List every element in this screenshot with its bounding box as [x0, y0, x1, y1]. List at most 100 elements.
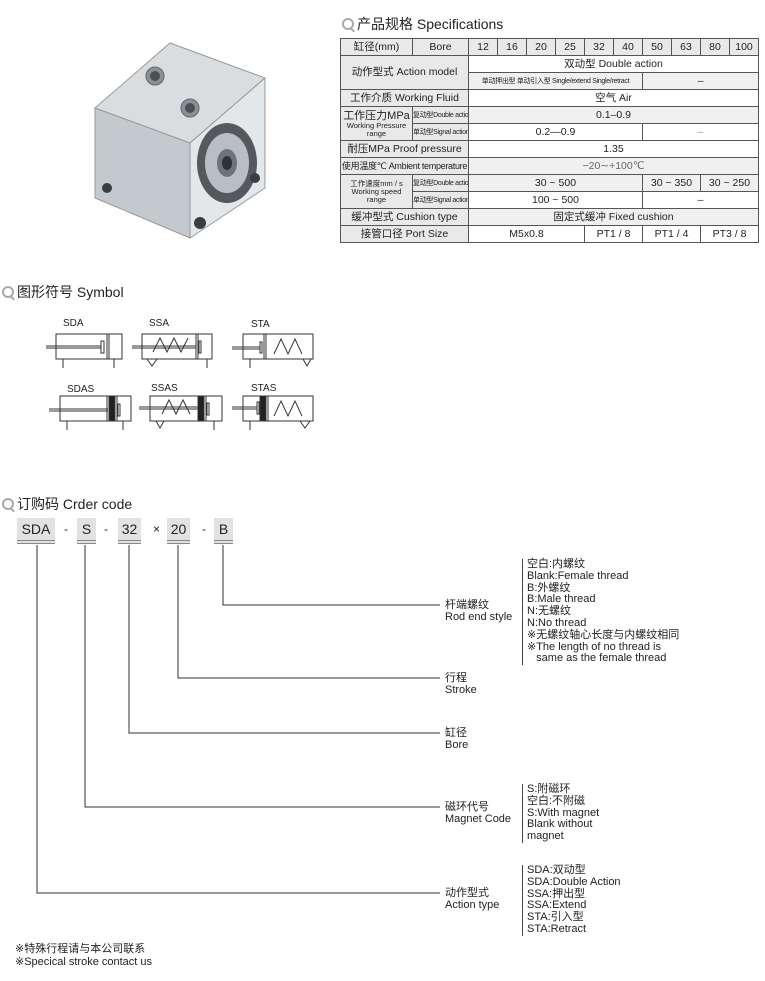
option-line: SDA:Double Action — [527, 875, 621, 888]
pressure-double-label: 复动型Double action — [412, 106, 469, 124]
code-separator: - — [104, 522, 108, 536]
symbol-label: STAS — [251, 383, 277, 394]
action-single-na: – — [642, 72, 759, 90]
order-code-leader-lines — [36, 545, 440, 894]
symbol-sda-icon — [46, 333, 123, 368]
field-cn: 行程 — [445, 672, 467, 684]
code-separator: - — [64, 522, 68, 536]
option-line: ※The length of no thread is — [527, 640, 661, 653]
action-double: 双动型 Double action — [468, 55, 759, 73]
table-row: 耐压MPa Proof pressure 1.35 — [340, 140, 759, 158]
symbol-stas-icon — [232, 395, 314, 430]
working-pressure-label-en: Working Pressure range — [346, 120, 407, 138]
specifications-table: 缸径(mm) Bore 12 16 20 25 32 40 50 63 80 1… — [340, 38, 759, 243]
field-cn: 缸径 — [445, 727, 467, 739]
bore-value: 100 — [729, 38, 759, 56]
table-row: 工作介质 Working Fluid 空气 Air — [340, 89, 759, 107]
pressure-single-label: 单动型Signal action — [412, 123, 469, 141]
cylinder-product-image — [94, 42, 266, 239]
specifications-heading: 产品规格 Specifications — [342, 14, 503, 34]
symbol-diagrams — [46, 333, 314, 430]
option-line: S:附磁环 — [527, 783, 571, 795]
symbol-sdas-icon — [49, 395, 132, 430]
code-part-rod-end: B — [214, 518, 233, 544]
symbol-label: SSAS — [151, 383, 178, 394]
working-speed-label-cn: 工作速度mm / s — [350, 178, 403, 188]
speed-double-value: 30 ~ 250 — [700, 174, 759, 192]
bore-value: 63 — [671, 38, 701, 56]
order-code-title: 订购码 Crder code — [17, 496, 133, 512]
working-speed-label-en: Working speed range — [351, 186, 402, 204]
option-line: 空白:不附磁 — [527, 794, 586, 807]
option-line: SDA:双动型 — [527, 864, 586, 876]
symbol-ssa-icon — [132, 333, 213, 368]
order-code-heading: 订购码 Crder code — [2, 494, 132, 514]
symbol-label: STA — [251, 319, 270, 330]
field-en: Rod end style — [445, 611, 513, 623]
pressure-double-value: 0.1–0.9 — [468, 106, 759, 124]
option-line: SSA:Extend — [527, 899, 587, 912]
pressure-single-na: – — [642, 123, 759, 141]
speed-double-value: 30 ~ 500 — [468, 174, 643, 192]
port-size-value: PT3 / 8 — [700, 225, 759, 243]
code-part-action: SDA — [17, 518, 55, 544]
bore-value: 12 — [468, 38, 498, 56]
bore-value: 20 — [526, 38, 556, 56]
cushion-type-value: 固定式缓冲 Fixed cushion — [468, 208, 759, 226]
option-line: ※无螺纹轴心长度与内螺纹相同 — [527, 628, 680, 641]
option-line: B:Male thread — [527, 593, 596, 606]
code-part-stroke: 20 — [167, 518, 190, 544]
note-en: ※Specical stroke contact us — [15, 956, 153, 968]
table-row: 接管口径 Port Size M5x0.8 PT1 / 8 PT1 / 4 PT… — [340, 225, 759, 243]
bore-label-en: Bore — [412, 38, 469, 56]
option-line: 空白:内螺纹 — [527, 558, 586, 570]
field-cn: 杆端螺纹 — [445, 599, 489, 611]
port-size-value: M5x0.8 — [468, 225, 585, 243]
option-line: Blank without — [527, 818, 593, 831]
field-en: Stroke — [445, 684, 477, 696]
action-single: 单动押出型 单动引入型 Single/extend Single/retract — [468, 72, 643, 90]
specifications-title: 产品规格 Specifications — [357, 16, 504, 32]
port-size-value: PT1 / 8 — [584, 225, 643, 243]
bore-value: 32 — [584, 38, 614, 56]
field-en: Action type — [445, 899, 500, 911]
bore-value: 40 — [613, 38, 643, 56]
symbol-title: 图形符号 Symbol — [17, 284, 124, 300]
option-line: same as the female thread — [527, 652, 667, 665]
note-cn: ※特殊行程请与本公司联系 — [15, 943, 146, 955]
code-separator: × — [153, 522, 161, 536]
symbol-heading: 图形符号 Symbol — [2, 282, 124, 302]
port-size-label: 接管口径 Port Size — [340, 225, 469, 243]
option-line: STA:引入型 — [527, 911, 584, 924]
table-row: 单动押出型 单动引入型 Single/extend Single/retract… — [341, 72, 759, 90]
magnifier-icon — [342, 18, 354, 30]
bore-value: 16 — [497, 38, 527, 56]
bore-value: 25 — [555, 38, 585, 56]
symbol-ssas-icon — [139, 395, 223, 430]
working-pressure-label-cn: 工作压力MPa — [343, 109, 410, 122]
magnifier-icon — [2, 286, 14, 298]
field-en: Magnet Code — [445, 813, 512, 825]
working-fluid-label: 工作介质 Working Fluid — [340, 89, 469, 107]
option-line: STA:Retract — [527, 922, 587, 935]
table-row: 使用温度℃ Ambient temperature −20∼+100℃ — [340, 157, 759, 175]
option-line: SSA:押出型 — [527, 887, 586, 900]
port-size-value: PT1 / 4 — [642, 225, 701, 243]
speed-single-na: – — [642, 191, 759, 209]
bore-value: 80 — [700, 38, 730, 56]
speed-single-value: 100 ~ 500 — [468, 191, 643, 209]
bore-label: 缸径(mm) — [340, 38, 413, 56]
working-fluid-value: 空气 Air — [468, 89, 759, 107]
table-row: 动作型式 Action model 双动型 Double action — [340, 55, 759, 90]
code-part-magnet: S — [77, 518, 96, 544]
